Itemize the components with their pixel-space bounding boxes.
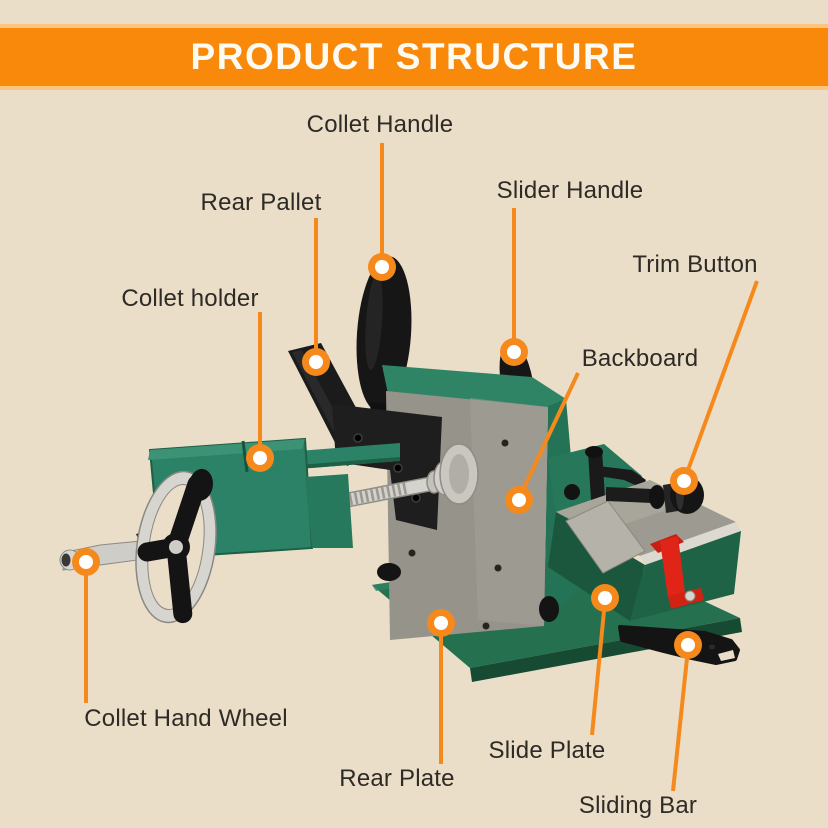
callout-dot-collet-hand-wheel — [72, 548, 100, 576]
callout-dots — [72, 253, 702, 659]
machine-part-collet-hand-wheel — [135, 468, 217, 624]
callout-dot-trim-button — [670, 467, 698, 495]
machine-part-red-stop-bracket — [650, 534, 704, 609]
page-title: PRODUCT STRUCTURE — [190, 36, 638, 77]
callout-dot-rear-pallet — [302, 348, 330, 376]
callout-dot-slide-plate — [591, 584, 619, 612]
machine-part-clamp-arm — [286, 443, 400, 470]
callout-line-sliding-bar — [671, 657, 689, 792]
callout-dot-sliding-bar — [674, 631, 702, 659]
callout-line-trim-button — [686, 280, 759, 471]
callout-line-backboard — [521, 372, 580, 491]
title-banner: PRODUCT STRUCTURE — [0, 24, 828, 90]
label-backboard: Backboard — [581, 345, 699, 372]
label-trim-button: Trim Button — [632, 251, 758, 278]
label-collet-holder: Collet holder — [121, 285, 259, 312]
label-rear-pallet: Rear Pallet — [200, 189, 322, 216]
machine-part-guide-plate — [565, 500, 646, 574]
callout-lines — [84, 143, 759, 792]
label-collet-handle: Collet Handle — [306, 111, 454, 138]
machine-part-corner-bumpers — [377, 563, 559, 622]
machine-part-pallet-mount — [332, 404, 442, 530]
callout-dot-backboard — [505, 486, 533, 514]
label-slider-handle: Slider Handle — [496, 177, 644, 204]
machine-part-collet — [426, 443, 479, 505]
callout-dot-collet-holder — [246, 444, 274, 472]
callout-dot-rear-plate — [427, 609, 455, 637]
callout-dot-collet-handle — [368, 253, 396, 281]
label-collet-hand-wheel: Collet Hand Wheel — [84, 705, 288, 732]
label-rear-plate: Rear Plate — [339, 765, 455, 792]
callout-line-slide-plate — [590, 610, 606, 736]
callout-dot-slider-handle — [500, 338, 528, 366]
label-sliding-bar: Sliding Bar — [578, 792, 698, 819]
label-slide-plate: Slide Plate — [488, 737, 606, 764]
